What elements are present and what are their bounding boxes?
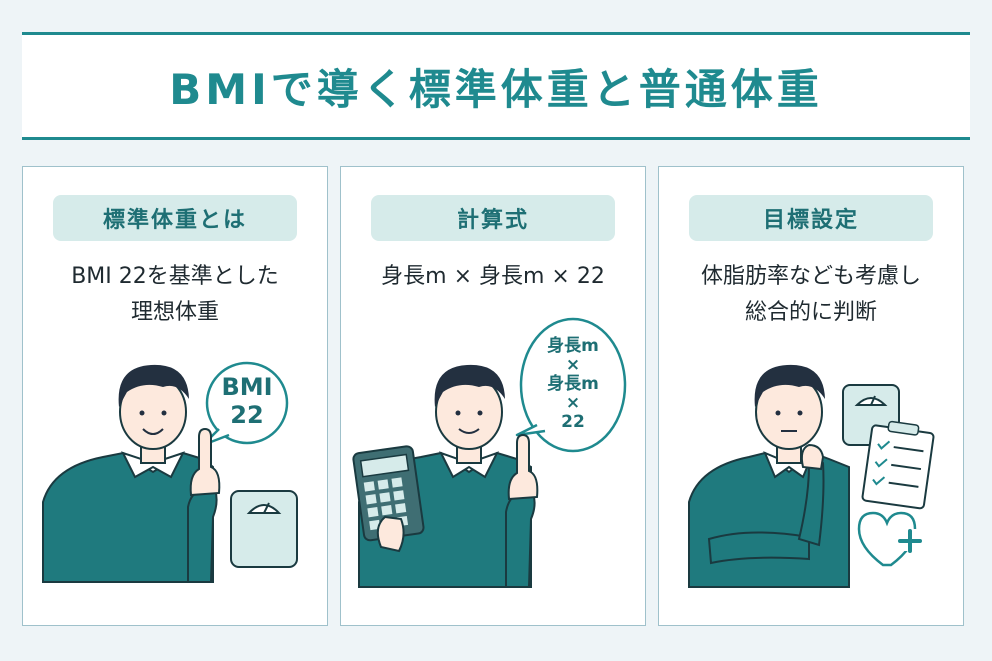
description-line: 体脂肪率なども考慮し [700, 264, 921, 289]
formula-bubble: 身長m × 身長m × 22 [531, 337, 615, 432]
description-line: 理想体重 [130, 300, 219, 325]
bubble-line: 22 [561, 412, 585, 432]
bmi-bubble: BMI 22 [207, 373, 287, 429]
bubble-line: × [565, 355, 581, 375]
bubble-line: BMI [221, 373, 273, 401]
panel-description: 体脂肪率なども考慮し 総合的に判断 [659, 259, 963, 331]
panel-description: 身長m × 身長m × 22 [341, 259, 645, 295]
bubble-line: 身長m [547, 374, 599, 394]
calculator-icon [352, 317, 627, 588]
description-line: 身長m × 身長m × 22 [381, 264, 605, 289]
description-line: BMI 22を基準とした [71, 264, 279, 289]
panel-standard-weight: 標準体重とは BMI 22を基準とした 理想体重 BMI 22 [22, 166, 328, 626]
panel-goal-setting: 目標設定 体脂肪率なども考慮し 総合的に判断 [658, 166, 964, 626]
panel-heading: 標準体重とは [53, 195, 297, 241]
bubble-line: 22 [230, 401, 264, 429]
checklist-icon [861, 420, 935, 510]
person-thinking-icon [688, 364, 850, 588]
description-line: 総合的に判断 [744, 300, 877, 325]
bubble-line: 身長m [547, 336, 599, 356]
title-banner: BMIで導く標準体重と普通体重 [22, 32, 970, 140]
panel-formula: 計算式 身長m × 身長m × 22 [340, 166, 646, 626]
panel-description: BMI 22を基準とした 理想体重 [23, 259, 327, 331]
person-pointing-icon [42, 361, 298, 583]
heart-plus-icon [857, 511, 922, 567]
panel-heading: 計算式 [371, 195, 615, 241]
bubble-line: × [565, 393, 581, 413]
page-title: BMIで導く標準体重と普通体重 [169, 64, 823, 114]
panel-heading: 目標設定 [689, 195, 933, 241]
